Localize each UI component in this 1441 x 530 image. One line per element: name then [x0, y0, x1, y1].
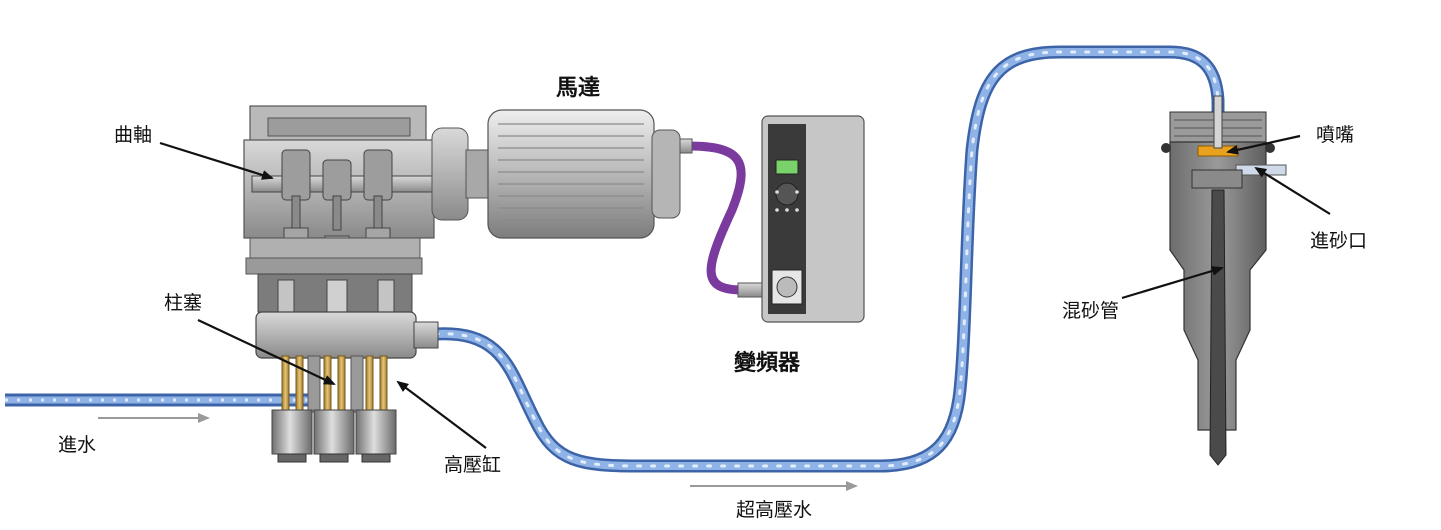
nozzle-arrow — [1226, 134, 1301, 155]
motor-assembly — [431, 109, 681, 239]
pump-manifold — [255, 311, 417, 359]
label-inlet-water: 進水 — [58, 434, 97, 456]
plunger-rod-2 — [323, 355, 332, 413]
power-cable — [683, 141, 747, 295]
inverter-unit — [761, 115, 865, 323]
label-crankshaft: 曲軸 — [114, 124, 153, 146]
inverter-display — [775, 159, 799, 175]
coupling — [431, 127, 469, 221]
high-pressure-cylinder-1 — [271, 409, 313, 455]
label-high-pressure-cylinder: 高壓缸 — [444, 454, 502, 476]
plunger-rod-3 — [365, 355, 374, 413]
inverter-keypad-icon — [775, 182, 799, 206]
label-sand-inlet: 進砂口 — [1310, 230, 1368, 252]
pump-assembly — [243, 105, 441, 463]
cable-connector-inverter — [737, 282, 763, 298]
high-pressure-cylinder-arrow — [396, 380, 487, 449]
label-inverter: 變頻器 — [734, 351, 801, 376]
high-pressure-cylinder-2 — [313, 409, 355, 455]
sand-inlet-arrow — [1254, 166, 1331, 215]
label-plunger: 柱塞 — [164, 292, 203, 314]
leader-arrows — [159, 134, 1331, 449]
crankshaft-arrow — [159, 141, 274, 180]
high-pressure-cylinder-3 — [355, 409, 397, 455]
plunger-rod-1 — [281, 355, 290, 413]
plunger-arrow — [197, 319, 336, 385]
inverter-knob-icon — [776, 276, 798, 298]
label-nozzle: 噴嘴 — [1316, 124, 1355, 146]
manifold-outlet — [413, 321, 439, 349]
mixing-tube-arrow — [1121, 266, 1224, 300]
motor-body — [487, 109, 655, 239]
cutting-head — [1161, 95, 1287, 466]
mixing-tube — [1209, 189, 1227, 466]
label-motor: 馬達 — [556, 76, 601, 101]
label-mixing-tube: 混砂管 — [1062, 300, 1120, 322]
label-ultra-high-pressure-water: 超高壓水 — [736, 499, 813, 521]
high-pressure-water-pipe — [428, 45, 1225, 473]
